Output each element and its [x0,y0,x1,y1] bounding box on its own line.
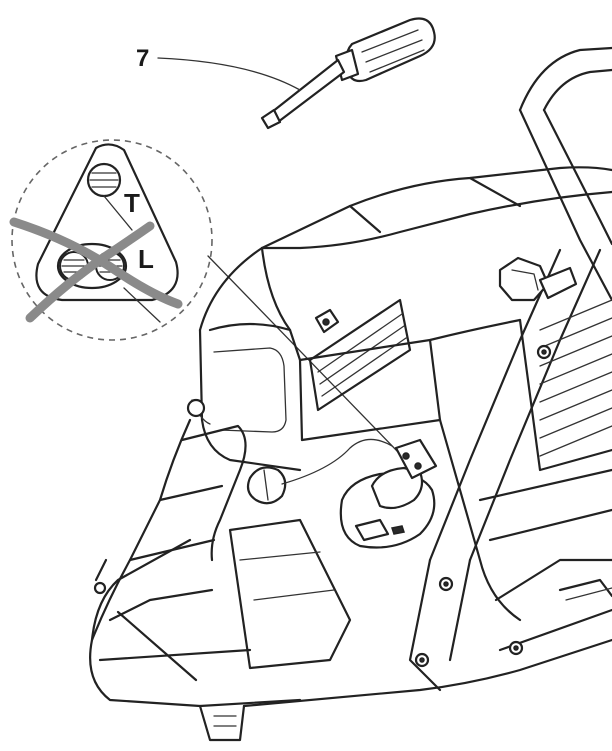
cross-mark-icon [9,217,183,323]
screwdriver-icon [260,17,436,130]
carburetor-plate-small [394,438,438,480]
screw-icon [93,581,107,595]
zoom-detail [9,139,213,341]
cooling-fins [518,299,612,472]
bolt-icon [498,256,578,302]
callout-l: L [138,244,154,274]
screw-t-icon [86,162,122,198]
callout-7: 7 [136,45,149,72]
callout-t: T [124,188,140,218]
leader-line-zoom [207,255,399,453]
rear-handle [408,46,612,692]
carburetor [339,438,438,549]
leader-line-7 [157,57,301,91]
air-vent [308,298,412,412]
machine-body [89,46,612,742]
